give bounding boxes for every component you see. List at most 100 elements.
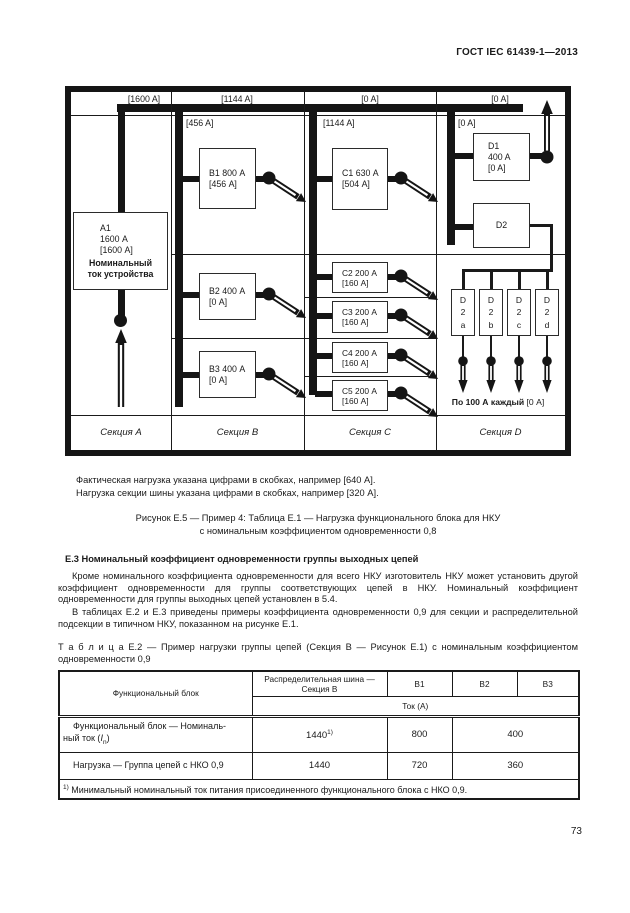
- outputs-rating-note-value: [0 A]: [524, 397, 545, 407]
- table-row1-label-line1: Функциональный блок — Номиналь-: [73, 721, 226, 732]
- load-table: Функциональный блок Распределительная ши…: [58, 669, 580, 800]
- breaker-c2-icon: [394, 269, 438, 300]
- d2a-char1: D: [459, 294, 467, 305]
- feeder-d1-id: D1: [488, 140, 500, 151]
- table-row1-bus-value: 14401): [251, 715, 388, 753]
- feeder-c3-load: [160 А]: [342, 317, 369, 327]
- outputs-rating-note-bold: По 100 А каждый: [451, 397, 525, 407]
- d2b-char2: 2: [488, 307, 494, 318]
- section-divider-cd: [436, 92, 437, 450]
- d2a-char2: 2: [460, 307, 466, 318]
- table-header-bus-line2: Секция В: [301, 683, 338, 694]
- outgoing-unit-d2b-box: D 2 b: [479, 289, 503, 336]
- feeder-c3-box: С3 200 А [160 А]: [332, 301, 388, 333]
- outgoing-unit-d2d-box: D 2 d: [535, 289, 559, 336]
- breaker-c3-icon: [394, 308, 438, 339]
- feeder-c2-connection: [315, 274, 332, 280]
- figure-caption-line1: Рисунок Е.5 — Пример 4: Таблица Е.1 — На…: [135, 513, 501, 523]
- outgoing-unit-d2c-box: D 2 c: [507, 289, 531, 336]
- d2a-drop-line: [462, 271, 465, 290]
- table-caption: Т а б л и ц а Е.2 — Пример нагрузки груп…: [58, 641, 578, 664]
- feeder-c5-title: С5 200 А: [342, 385, 377, 396]
- d2c-drop-line: [518, 271, 521, 290]
- breaker-c1-icon: [394, 171, 438, 202]
- supply-arrow-icon: [115, 329, 127, 407]
- feeder-b1-connection: [181, 176, 199, 182]
- figure-note-2: Нагрузка секции шины указана цифрами в с…: [76, 488, 379, 498]
- bus-load-label-b: [1144 A]: [221, 94, 253, 104]
- bus-load-label-a: [1600 A]: [127, 94, 161, 104]
- incomer-rating: 1600 А: [100, 233, 128, 244]
- feeder-b3-connection: [181, 372, 199, 378]
- table-row1-b2b3-value: 400: [451, 715, 580, 753]
- d2b-output-arrow-icon: [486, 356, 496, 393]
- breaker-b2-icon: [262, 287, 306, 318]
- feeder-d1-connection: [455, 153, 473, 159]
- feeder-b2-load: [0 А]: [209, 296, 228, 307]
- feeder-b2-box: В2 400 А [0 А]: [199, 273, 256, 320]
- feeder-c5-connection: [315, 391, 332, 397]
- d2c-char3: c: [516, 319, 522, 330]
- feeder-c5-stub: [388, 391, 396, 397]
- table-row2-label-text: Нагрузка — Группа цепей с НКО 0,9: [73, 759, 224, 770]
- feeder-d2-connection: [455, 224, 473, 230]
- d2a-outlet-line: [462, 336, 464, 357]
- bus-load-label-c: [0 A]: [361, 94, 379, 104]
- feeder-b1-load: [456 А]: [209, 178, 237, 189]
- incomer-load: [1600 А]: [100, 244, 133, 255]
- supply-node-dot: [114, 314, 127, 327]
- feeder-c2-box: С2 200 А [160 А]: [332, 262, 388, 293]
- feeder-d2-box: D2: [473, 203, 530, 248]
- feeder-b3-title: В3 400 А: [209, 363, 246, 374]
- d2d-char1: D: [543, 294, 551, 305]
- section-label-d: Секция D: [479, 427, 522, 438]
- feeder-b2-connection: [181, 292, 199, 298]
- feeder-c4-stub: [388, 353, 396, 359]
- feeder-c3-connection: [315, 313, 332, 319]
- feeder-c4-box: С4 200 А [160 А]: [332, 342, 388, 373]
- d2c-char2: 2: [516, 307, 522, 318]
- feeder-b1-stub: [256, 176, 264, 182]
- feeder-b3-load: [0 А]: [209, 374, 228, 385]
- table-header-bus: Распределительная шина — Секция В: [251, 670, 388, 697]
- table-row1-b1-value: 800: [386, 715, 453, 753]
- section-label-c: Секция С: [349, 427, 391, 438]
- feeder-b2-title: В2 400 А: [209, 285, 246, 296]
- d2-distribution-line: [462, 269, 553, 272]
- d2d-output-arrow-icon: [542, 356, 552, 393]
- row-divider-c2: [304, 297, 436, 298]
- row-divider-1: [171, 254, 565, 255]
- main-busbar: [117, 104, 523, 112]
- table-header-functional-block: Функциональный блок: [58, 670, 253, 718]
- section-label-band-divider: [71, 415, 565, 416]
- d2d-char2: 2: [544, 307, 550, 318]
- feeder-c4-title: С4 200 А: [342, 347, 377, 358]
- table-footnote: 1) Минимальный номинальный ток питания п…: [58, 778, 580, 800]
- outgoing-unit-d2a-box: D 2 a: [451, 289, 475, 336]
- d2b-outlet-line: [490, 336, 492, 357]
- feeder-d1-stub: [530, 153, 542, 159]
- incomer-note-line1: Номинальный: [89, 257, 152, 268]
- paragraph-2: В таблицах Е.2 и Е.3 приведены примеры к…: [58, 607, 578, 629]
- d2-output-line-h: [530, 224, 553, 227]
- feeder-c3-title: С3 200 А: [342, 307, 377, 317]
- d2b-drop-line: [490, 271, 493, 290]
- incomer-supply-line: [118, 290, 125, 316]
- feeder-d1-load: [0 A]: [488, 162, 506, 173]
- d2b-char3: b: [488, 319, 494, 330]
- table-row2-label: Нагрузка — Группа цепей с НКО 0,9: [58, 751, 253, 780]
- feeder-c4-connection: [315, 353, 332, 359]
- feeder-c5-load: [160 А]: [342, 395, 369, 406]
- feeder-b1-title: В1 800 А: [209, 167, 246, 178]
- breaker-c4-icon: [394, 348, 438, 379]
- d1-output-arrow-icon: [540, 100, 554, 164]
- feeder-c2-stub: [388, 274, 396, 280]
- section-label-a: Секция А: [100, 427, 142, 438]
- row-divider-c4: [304, 376, 436, 377]
- table-header-units: Ток (А): [251, 695, 580, 718]
- incomer-a1-box: А1 1600 А [1600 А] Номинальный ток устро…: [73, 212, 168, 290]
- feeder-c2-load: [160 А]: [342, 277, 369, 288]
- figure-caption: Рисунок Е.5 — Пример 4: Таблица Е.1 — На…: [58, 512, 578, 538]
- breaker-b1-icon: [262, 171, 306, 202]
- section-heading: Е.3 Номинальный коэффициент одновременно…: [65, 554, 419, 564]
